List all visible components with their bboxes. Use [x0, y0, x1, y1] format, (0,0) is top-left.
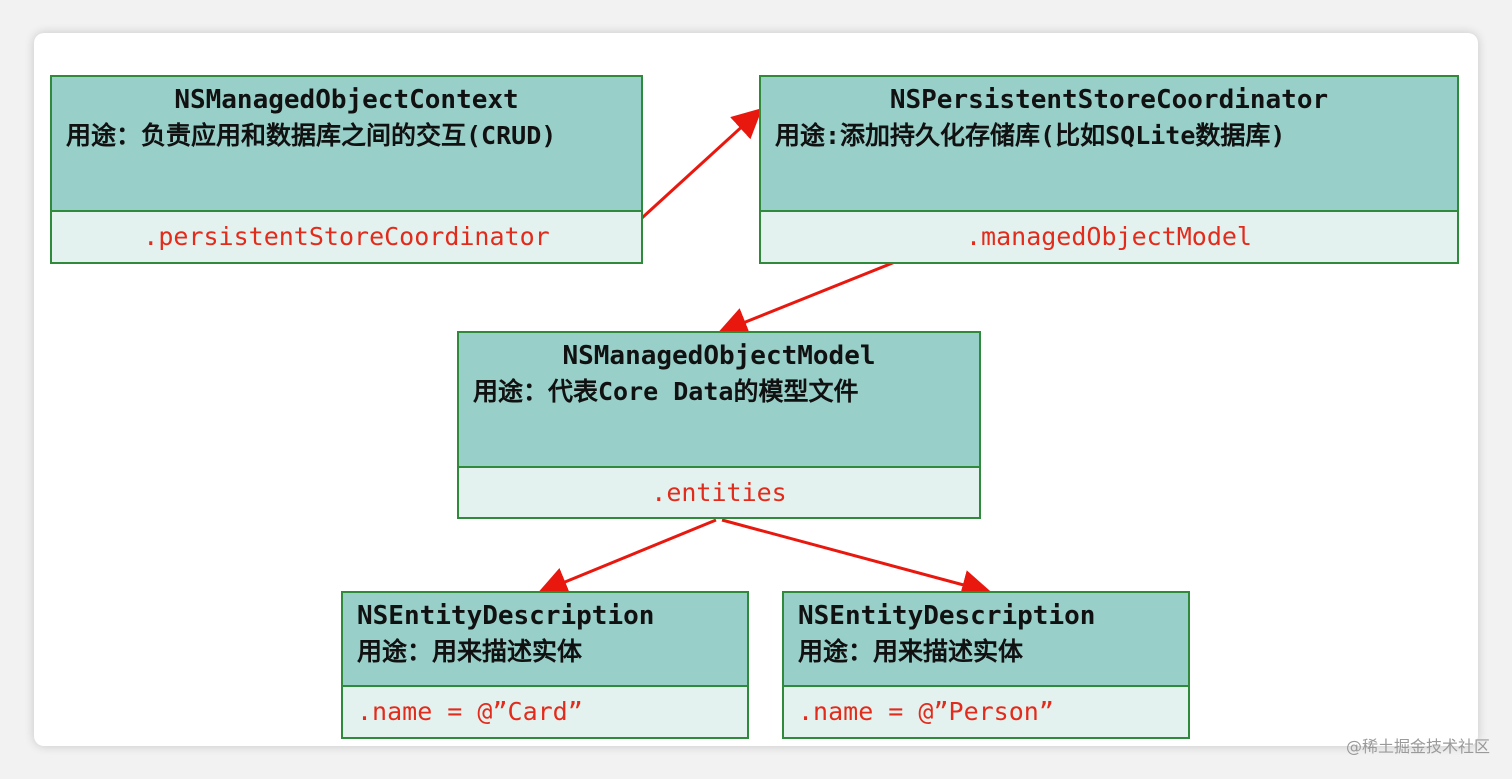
attribute-text: .name = @”Card”: [357, 697, 583, 726]
attribute-text: .name = @”Person”: [798, 697, 1054, 726]
box-header: NSManagedObjectContext 用途：负责应用和数据库之间的交互(…: [52, 77, 641, 212]
box-managed-object-context: NSManagedObjectContext 用途：负责应用和数据库之间的交互(…: [50, 75, 643, 264]
box-header: NSPersistentStoreCoordinator 用途:添加持久化存储库…: [761, 77, 1457, 212]
arrow-model-to-entity-card: [537, 518, 717, 596]
box-header: NSEntityDescription 用途：用来描述实体: [784, 593, 1188, 687]
box-managed-object-model: NSManagedObjectModel 用途：代表Core Data的模型文件…: [457, 331, 981, 519]
arrow-context-to-coordinator: [618, 107, 763, 240]
class-name: NSEntityDescription: [798, 601, 1096, 631]
class-name: NSPersistentStoreCoordinator: [889, 85, 1329, 115]
class-name: NSManagedObjectModel: [562, 341, 876, 371]
attribute-text: .persistentStoreCoordinator: [143, 222, 550, 251]
box-entity-person: NSEntityDescription 用途：用来描述实体 .name = @”…: [782, 591, 1190, 739]
usage-text: 用途：代表Core Data的模型文件: [473, 377, 859, 406]
class-name: NSEntityDescription: [357, 601, 655, 631]
box-header: NSEntityDescription 用途：用来描述实体: [343, 593, 747, 687]
box-header: NSManagedObjectModel 用途：代表Core Data的模型文件: [459, 333, 979, 468]
watermark: @稀土掘金技术社区: [1345, 737, 1490, 756]
attribute-text: .managedObjectModel: [966, 222, 1252, 251]
class-name: NSManagedObjectContext: [174, 85, 519, 115]
box-persistent-store-coordinator: NSPersistentStoreCoordinator 用途:添加持久化存储库…: [759, 75, 1459, 264]
attribute-text: .entities: [651, 478, 787, 507]
usage-text: 用途：用来描述实体: [357, 637, 583, 666]
arrow-coordinator-to-model: [717, 250, 921, 336]
usage-text: 用途：用来描述实体: [798, 637, 1024, 666]
usage-text: 用途:添加持久化存储库(比如SQLite数据库): [775, 121, 1286, 150]
box-entity-card: NSEntityDescription 用途：用来描述实体 .name = @”…: [341, 591, 749, 739]
arrow-model-to-entity-person: [721, 518, 992, 600]
usage-text: 用途：负责应用和数据库之间的交互(CRUD): [66, 121, 557, 150]
